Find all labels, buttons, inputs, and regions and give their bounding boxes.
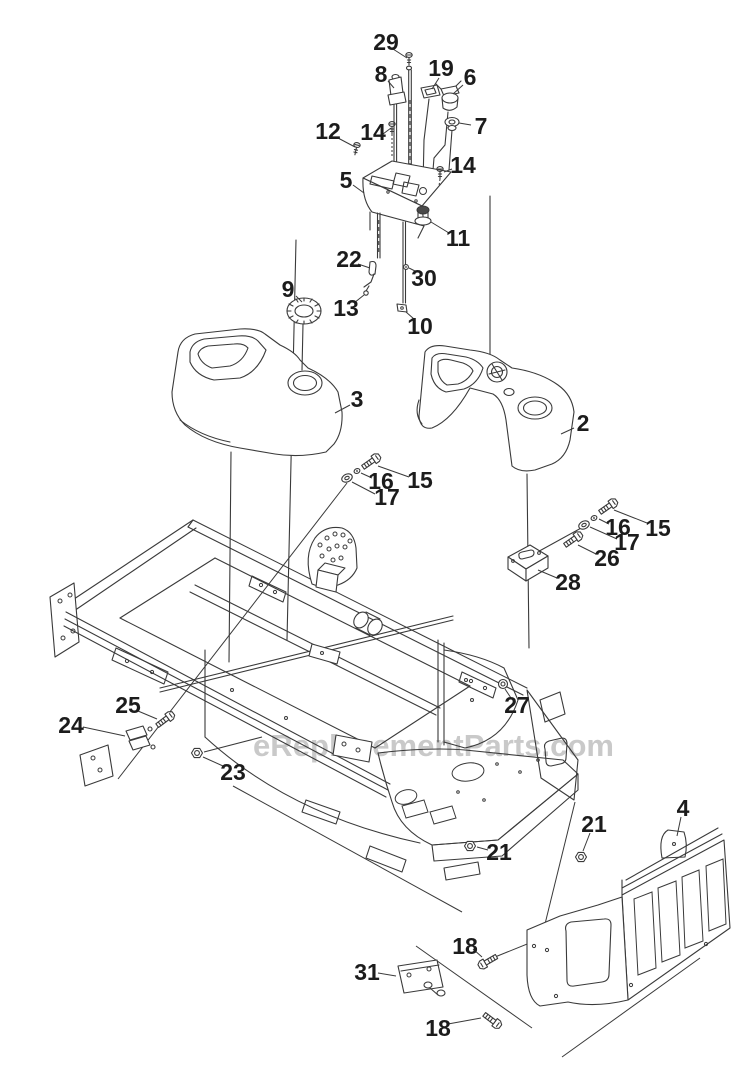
nut-21-left [463, 840, 477, 852]
callout-10: 10 [405, 311, 433, 339]
svg-text:31: 31 [354, 959, 380, 985]
callout-8: 8 [375, 61, 395, 89]
callout-3: 3 [334, 386, 364, 414]
washer-16-left [352, 467, 362, 475]
svg-text:30: 30 [411, 265, 437, 291]
watermark: eReplacementParts.com [253, 728, 615, 763]
svg-text:15: 15 [645, 515, 671, 541]
svg-text:27: 27 [504, 692, 530, 718]
callout-19: 19 [428, 55, 454, 90]
bolt-18-lower [480, 1010, 504, 1031]
callout-7: 7 [458, 113, 488, 139]
callout-16-left: 16 [360, 468, 394, 494]
svg-text:12: 12 [315, 118, 341, 144]
fuel-cap [286, 297, 322, 371]
callout-18-upper: 18 [452, 933, 483, 959]
callout-29: 29 [373, 29, 408, 59]
callout-25: 25 [115, 692, 158, 720]
callout-9: 9 [282, 276, 303, 303]
callout-21-right: 21 [581, 811, 607, 852]
callout-30: 30 [408, 265, 437, 291]
callout-24: 24 [58, 712, 126, 738]
callout-2: 2 [560, 410, 590, 436]
callout-12: 12 [315, 118, 356, 148]
callout-27: 27 [504, 688, 530, 718]
bracket-31 [397, 959, 446, 997]
svg-text:11: 11 [446, 225, 471, 251]
svg-text:14: 14 [360, 119, 386, 145]
fuel-tank-right [416, 345, 575, 472]
svg-text:2: 2 [577, 410, 590, 436]
svg-text:17: 17 [614, 529, 640, 555]
callout-28: 28 [537, 569, 581, 595]
svg-text:9: 9 [282, 276, 295, 302]
callout-15-right: 15 [613, 509, 671, 541]
callout-17-right: 17 [589, 526, 640, 555]
svg-text:18: 18 [425, 1015, 451, 1041]
grommet-27 [497, 678, 509, 690]
callout-15-left: 15 [377, 465, 433, 493]
callout-13: 13 [333, 294, 365, 321]
callouts: 29 8 19 6 12 14 7 5 [58, 29, 689, 1041]
washer-16-right [589, 514, 599, 522]
callout-5: 5 [340, 167, 365, 194]
callout-22: 22 [336, 246, 371, 272]
svg-text:3: 3 [351, 386, 364, 412]
svg-text:23: 23 [220, 759, 246, 785]
svg-text:29: 29 [373, 29, 399, 55]
callout-11: 11 [430, 221, 471, 251]
clip-24 [125, 725, 156, 751]
washer-17-left [339, 471, 355, 485]
callout-21-left: 21 [476, 839, 512, 865]
svg-text:7: 7 [475, 113, 488, 139]
callout-23: 23 [202, 756, 246, 785]
svg-text:21: 21 [581, 811, 607, 837]
callout-4: 4 [676, 795, 690, 837]
callout-31: 31 [354, 959, 397, 985]
svg-text:26: 26 [594, 545, 620, 571]
svg-text:17: 17 [374, 484, 400, 510]
svg-text:18: 18 [452, 933, 478, 959]
fuel-tank-left [171, 328, 343, 457]
callout-18-lower: 18 [425, 1015, 482, 1041]
svg-text:25: 25 [115, 692, 141, 718]
heat-shield [526, 827, 731, 1007]
svg-text:5: 5 [340, 167, 353, 193]
svg-text:8: 8 [375, 61, 388, 87]
svg-text:16: 16 [368, 468, 394, 494]
bracket-28 [507, 544, 549, 582]
callout-14-b: 14 [443, 152, 476, 178]
svg-text:10: 10 [407, 313, 433, 339]
svg-text:21: 21 [486, 839, 512, 865]
svg-text:28: 28 [555, 569, 581, 595]
svg-text:4: 4 [677, 795, 690, 821]
svg-text:22: 22 [336, 246, 362, 272]
callout-14-a: 14 [360, 119, 392, 145]
nut-23 [190, 747, 204, 759]
svg-text:6: 6 [464, 64, 477, 90]
svg-text:14: 14 [450, 152, 476, 178]
svg-text:15: 15 [407, 467, 433, 493]
nut-21-right [574, 851, 588, 863]
frame-chassis [49, 195, 701, 1058]
callout-17-left: 17 [351, 481, 400, 510]
svg-text:13: 13 [333, 295, 359, 321]
control-panel [351, 52, 462, 313]
svg-text:24: 24 [58, 712, 84, 738]
bolt-25 [153, 709, 177, 730]
callout-26: 26 [577, 544, 620, 571]
svg-text:19: 19 [428, 55, 454, 81]
callout-6: 6 [452, 64, 477, 95]
